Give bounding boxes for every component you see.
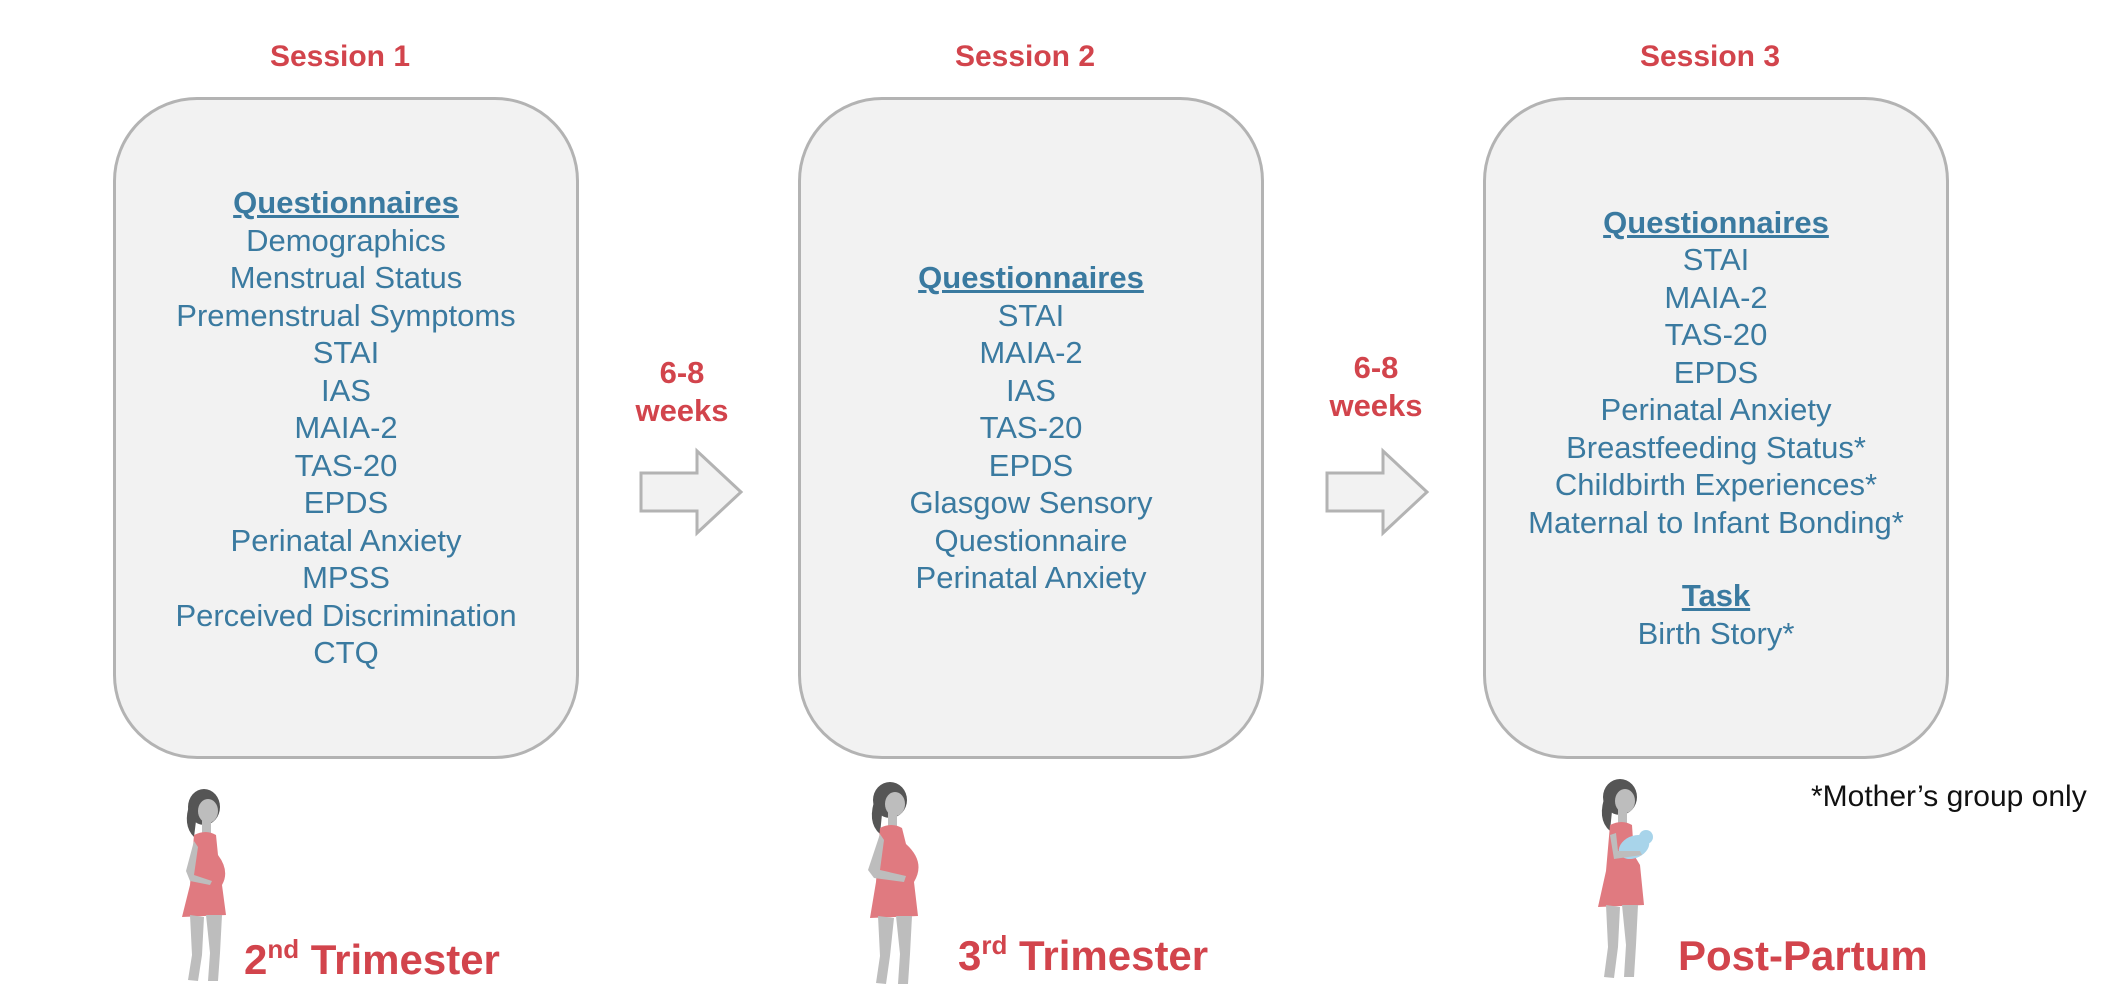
list-item: Birth Story* [1637,615,1795,651]
questionnaires-heading: Questionnaires [918,260,1144,296]
session-1-title: Session 1 [269,40,411,73]
questionnaires-heading: Questionnaires [1603,204,1829,240]
interval-duration: 6-8 [659,355,705,390]
pregnant-woman-icon [182,789,226,981]
list-item: Childbirth Experiences* [1554,467,1878,503]
list-item: IAS [321,372,371,408]
list-item: TAS-20 [979,410,1083,446]
list-item: MAIA-2 [294,410,398,446]
list-item: Questionnaire [934,522,1128,558]
list-item: TAS-20 [1664,317,1768,353]
task-heading: Task [1681,578,1751,614]
interval-label-1: 6-8 weeks [622,354,742,430]
stage-ordinal-suffix: rd [981,930,1008,960]
list-item: Demographics [246,222,446,258]
list-item: Perinatal Anxiety [230,522,462,558]
stage-text: Trimester [1007,932,1209,979]
mother-with-baby-icon [1598,779,1653,978]
stage-label-2: 3rd Trimester [958,932,1208,980]
list-item: Glasgow Sensory [909,485,1153,521]
stage-label-1: 2nd Trimester [244,936,500,984]
stage-ordinal-suffix: nd [267,934,300,964]
session-2-panel: Questionnaires STAI MAIA-2 IAS TAS-20 EP… [798,97,1264,759]
session-3-title: Session 3 [1639,40,1781,73]
session-3-panel: Questionnaires STAI MAIA-2 TAS-20 EPDS P… [1483,97,1949,759]
interval-duration: 6-8 [1353,350,1399,385]
list-item: Perceived Discrimination [175,597,517,633]
list-item: Menstrual Status [229,260,463,296]
interval-unit: weeks [635,393,729,428]
session-1-panel: Questionnaires Demographics Menstrual St… [113,97,579,759]
list-item: STAI [312,335,380,371]
right-arrow-icon [1325,447,1430,537]
list-item: MAIA-2 [1664,279,1768,315]
stage-prefix: 2 [244,936,268,983]
list-item: EPDS [988,447,1074,483]
list-item: Premenstrual Symptoms [176,297,516,333]
pregnant-woman-icon [868,782,919,984]
interval-label-2: 6-8 weeks [1316,349,1436,425]
list-item: EPDS [303,485,389,521]
list-item: MAIA-2 [979,335,1083,371]
questionnaires-heading: Questionnaires [233,185,459,221]
list-item: STAI [1682,242,1750,278]
list-item: TAS-20 [294,447,398,483]
stage-text: Post-Partum [1678,932,1928,979]
interval-unit: weeks [1329,388,1423,423]
list-item: STAI [997,297,1065,333]
stage-prefix: 3 [958,932,982,979]
list-item: MPSS [302,560,390,596]
stage-label-3: Post-Partum [1678,932,1928,980]
list-item: Perinatal Anxiety [915,560,1147,596]
session-2-title: Session 2 [954,40,1096,73]
stage-text: Trimester [299,936,500,983]
list-item: Maternal to Infant Bonding* [1528,504,1904,540]
right-arrow-icon [639,447,744,537]
list-item: EPDS [1673,354,1759,390]
list-item: Perinatal Anxiety [1600,392,1832,428]
footnote: *Mother’s group only [1811,780,2087,813]
list-item: IAS [1006,372,1056,408]
list-item: Breastfeeding Status* [1566,429,1866,465]
list-item: CTQ [313,635,379,671]
